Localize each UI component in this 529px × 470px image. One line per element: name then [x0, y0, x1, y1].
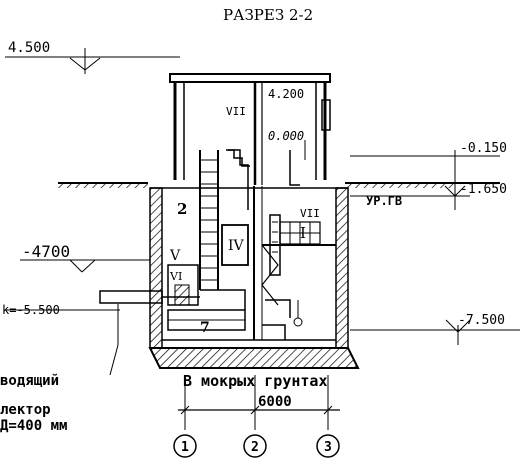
- level-left-pipe: -4700: [22, 242, 70, 261]
- axis-label-3: 3: [324, 440, 332, 455]
- pavilion: [169, 73, 331, 185]
- level-cover: 4.200: [268, 87, 304, 101]
- equipment-left: [167, 224, 249, 331]
- level-bottom: -7.500: [458, 313, 505, 328]
- bottom-slab: [148, 347, 360, 369]
- ladder: [199, 149, 250, 290]
- level-top-left: 4.500: [8, 40, 50, 56]
- room-label-5: V: [169, 248, 181, 264]
- crane-label-lower: VII: [300, 207, 320, 220]
- dimension-label: 6000: [258, 394, 292, 410]
- axis-label-1: 1: [181, 440, 189, 455]
- level-ground: 0.000: [268, 129, 304, 143]
- equipment-right: [261, 140, 336, 340]
- level-right-2: -1.650: [460, 182, 507, 197]
- level-right-1: -0.150: [460, 141, 507, 156]
- room-label-1: I: [300, 224, 306, 242]
- axis-label-2: 2: [251, 440, 259, 455]
- leader-lines: [5, 48, 520, 345]
- drawing-title: РАЗРЕЗ 2-2: [223, 6, 313, 24]
- inlet-pipe: [99, 290, 200, 376]
- soil-note: В мокрых грунтах: [183, 372, 328, 390]
- axis-markers: [173, 434, 340, 458]
- level-pipe-axis: k=-5.500: [2, 303, 60, 317]
- ground-line: [58, 182, 500, 188]
- room-label-6: VI: [169, 270, 182, 283]
- pipe-note-line2: лектор: [0, 402, 51, 418]
- room-label-2: 2: [177, 200, 187, 218]
- water-table-label: УР.ГВ: [366, 194, 402, 208]
- dimension-line: [178, 375, 340, 430]
- pipe-note-line1: водящий: [0, 373, 59, 389]
- pipe-note-line3: Д=400 мм: [0, 418, 67, 434]
- room-label-7: 7: [200, 320, 210, 336]
- crane-label-upper: VII: [226, 105, 246, 118]
- room-label-4: IV: [228, 238, 245, 254]
